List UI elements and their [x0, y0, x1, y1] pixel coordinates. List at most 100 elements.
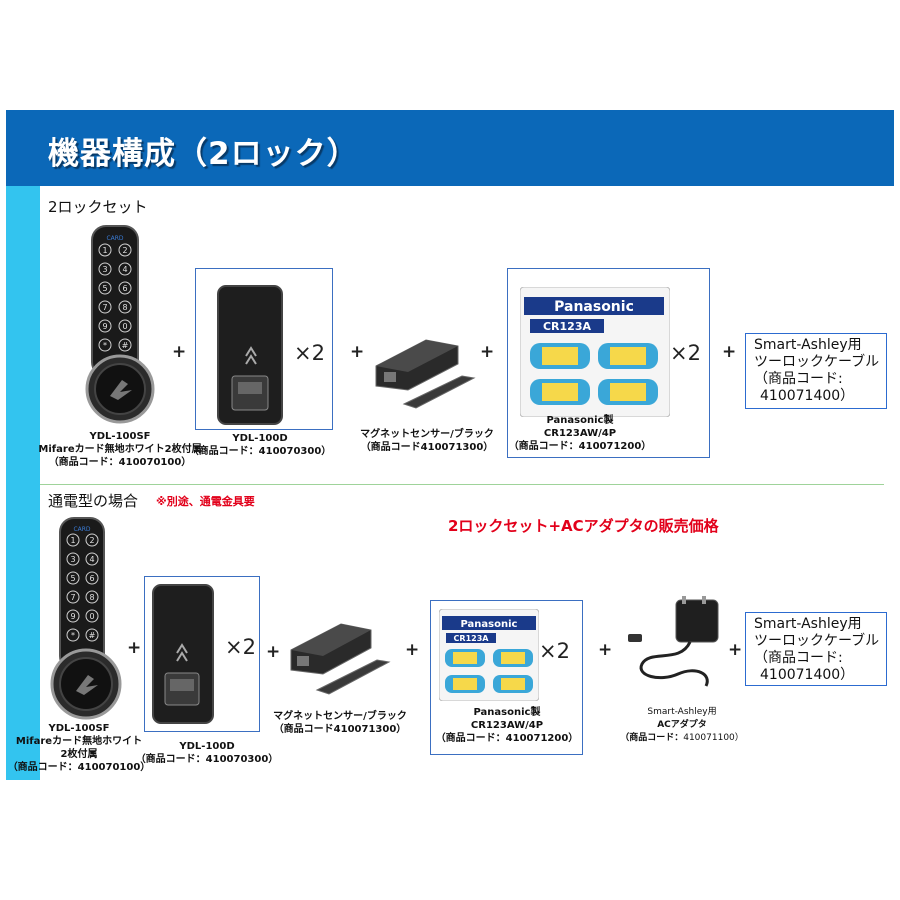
section-divider — [40, 484, 884, 485]
card-label-text: CARD — [106, 235, 123, 242]
cable-line4: 410071400） — [760, 388, 855, 404]
keypad-key — [118, 281, 132, 295]
battery-brand: Panasonic — [554, 299, 634, 315]
adapter-code-value: 410071100） — [683, 733, 744, 743]
keypad-key — [98, 281, 112, 295]
page-title: 機器構成（2ロック） — [48, 136, 359, 172]
keypad-key — [66, 533, 80, 547]
adapter-line2: ACアダプタ — [657, 720, 707, 730]
price-note: 2ロックセット+ACアダプタの販売価格 — [448, 517, 719, 535]
title-banner — [6, 110, 894, 186]
battery-cell-label: CR123A — [543, 320, 592, 333]
keypad-key-label: 3 — [70, 555, 75, 564]
battery-pack-graphic: Panasonic CR123A — [439, 609, 539, 701]
keypad-key-label: 6 — [89, 574, 94, 583]
keypad-key — [85, 533, 99, 547]
sensor-name: マグネットセンサー/ブラック — [360, 429, 494, 440]
sensor-caption: マグネットセンサー/ブラック （商品コード410071300） — [352, 428, 502, 454]
door-code: （商品コード：410070300） — [188, 446, 332, 457]
keypad-key-label: 7 — [102, 303, 107, 312]
battery-model: CR123AW/4P — [470, 720, 544, 731]
sensor-caption: マグネットセンサー/ブラック （商品コード410071300） — [270, 710, 410, 736]
keypad-key-label: 7 — [70, 593, 75, 602]
plus-sign: + — [598, 640, 613, 660]
lock-code: （商品コード：410070100） — [7, 762, 151, 773]
keypad-key — [118, 300, 132, 314]
keypad-key-label: # — [89, 631, 96, 640]
battery-maker: Panasonic製 — [546, 415, 614, 426]
keypad-key — [118, 319, 132, 333]
card-label-text: CARD — [73, 526, 90, 533]
cable-line3: （商品コード: — [754, 371, 843, 387]
keypad-key — [98, 338, 112, 352]
battery-code: （商品コード：410071200） — [435, 733, 579, 744]
adapter-code-label: （商品コード： — [620, 733, 684, 743]
keypad-key-label: 3 — [102, 265, 107, 274]
adapter-line1: Smart-Ashley用 — [647, 707, 717, 717]
cable-box: Smart-Ashley用 ツーロックケーブル （商品コード: 41007140… — [745, 333, 887, 409]
keypad-key — [118, 262, 132, 276]
quantity-label: ×2 — [670, 341, 701, 365]
keypad-key-label: 8 — [89, 593, 94, 602]
keypad-key — [98, 300, 112, 314]
lock-unit-caption: YDL-100SF Mifareカード無地ホワイト2枚付属 （商品コード：410… — [30, 430, 210, 469]
keypad-key — [98, 319, 112, 333]
lock-model: YDL-100SF — [48, 723, 110, 734]
magnet-sensor-image — [370, 330, 480, 410]
battery-cell-label: CR123A — [454, 634, 490, 643]
sensor-code: （商品コード410071300） — [273, 724, 407, 735]
keypad-key — [118, 243, 132, 257]
magnet-sensor-image — [285, 612, 395, 696]
plus-sign: + — [172, 342, 187, 362]
magnet-sensor-graphic — [290, 623, 391, 695]
cable-line3: （商品コード: — [754, 650, 843, 666]
keypad-key-label: 4 — [89, 555, 94, 564]
plus-sign: + — [728, 640, 743, 660]
keypad-key-label: 9 — [70, 612, 75, 621]
battery-frame: Panasonic CR123A ×2 — [430, 600, 583, 755]
keypad-key — [98, 243, 112, 257]
battery-code: （商品コード：410071200） — [508, 441, 652, 452]
lock-model: YDL-100SF — [89, 431, 151, 442]
adapter-code: （商品コード：410071100） — [612, 732, 752, 745]
plus-sign: + — [722, 342, 737, 362]
keypad-key — [66, 590, 80, 604]
lock-code: （商品コード：410070100） — [48, 457, 192, 468]
keypad-key — [85, 552, 99, 566]
battery-brand: Panasonic — [461, 619, 518, 630]
cable-line2: ツーロックケーブル — [754, 633, 880, 649]
plus-sign: + — [480, 342, 495, 362]
keypad-key — [85, 609, 99, 623]
keypad-key — [66, 571, 80, 585]
keypad-key — [85, 628, 99, 642]
door-model: YDL-100D — [232, 433, 288, 444]
quantity-label: ×2 — [225, 635, 256, 659]
keypad-key-label: 8 — [122, 303, 127, 312]
keypad-key-label: 2 — [89, 536, 94, 545]
battery-frame: Panasonic CR123A ×2 — [507, 268, 710, 458]
ac-adapter-graphic — [628, 596, 719, 687]
lock-unit-caption: YDL-100SF Mifareカード無地ホワイト 2枚付属 （商品コード：41… — [4, 722, 154, 774]
keypad-key — [85, 590, 99, 604]
lock-description: Mifareカード無地ホワイト — [15, 736, 143, 747]
cable-line4: 410071400） — [760, 667, 855, 683]
battery-maker: Panasonic製 — [473, 707, 541, 718]
quantity-label: ×2 — [539, 639, 570, 663]
battery-model: CR123AW/4P — [543, 428, 617, 439]
keypad-key-label: * — [103, 341, 107, 350]
lock-description: Mifareカード無地ホワイト2枚付属 — [38, 444, 202, 455]
keypad-key-label: 5 — [102, 284, 107, 293]
keypad-key-label: 0 — [89, 612, 94, 621]
keypad-key-label: # — [122, 341, 129, 350]
keypad-key-label: 6 — [122, 284, 127, 293]
powered-note: ※別途、通電金具要 — [156, 495, 255, 508]
magnet-sensor-graphic — [375, 339, 476, 409]
keypad-key — [66, 552, 80, 566]
door-unit-frame: ×2 — [144, 576, 260, 732]
battery-pack-graphic: Panasonic CR123A — [520, 287, 670, 417]
door-unit-graphic — [217, 285, 283, 425]
